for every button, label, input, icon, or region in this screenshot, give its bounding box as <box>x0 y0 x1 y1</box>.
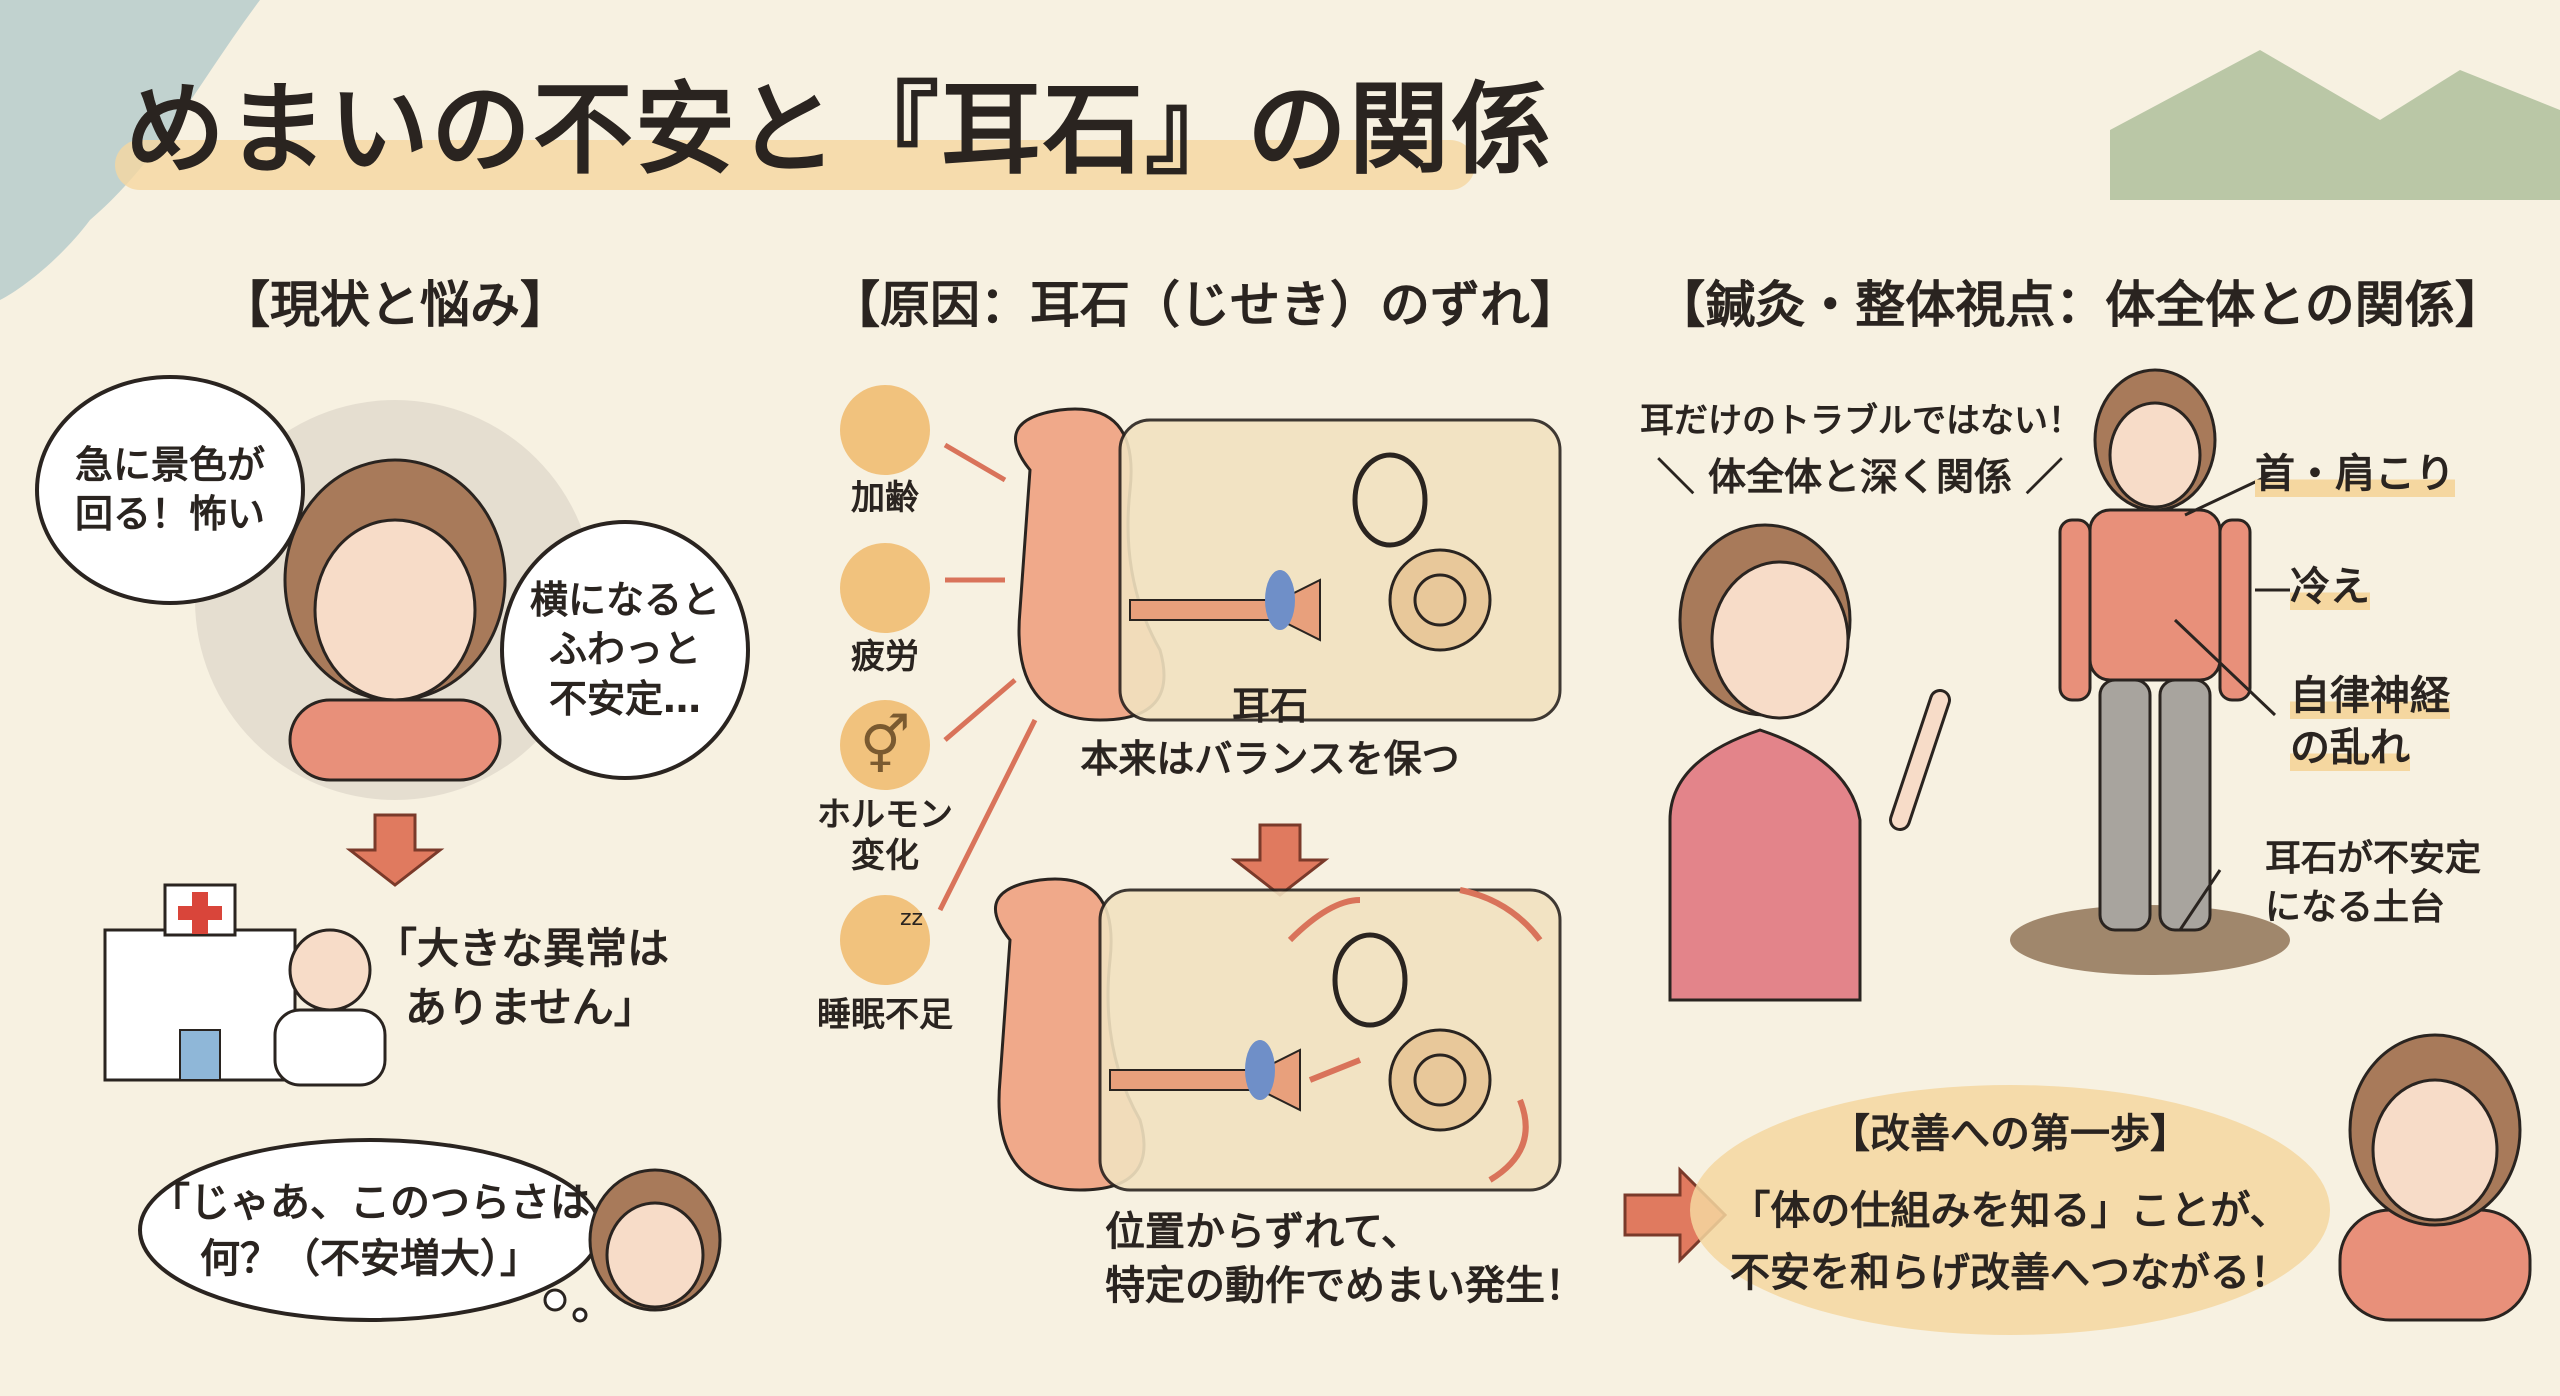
bubble-line: 不安定… <box>548 676 701 721</box>
label-text: の乱れ <box>2290 725 2410 771</box>
thought-line: 何？（不安増大）」 <box>200 1236 540 1282</box>
thought-line: 「じゃあ、このつらさは <box>150 1180 590 1226</box>
worried-face-illustration <box>588 1168 722 1312</box>
down-arrow-icon <box>1230 823 1330 897</box>
nurse-illustration <box>1668 523 1951 1002</box>
hospital-illustration <box>103 883 297 1082</box>
label-text: 自律神経 <box>2290 673 2450 719</box>
mountains-illustration <box>2110 50 2560 200</box>
section-heading-whole-body: 【鍼灸・整体視点：体全体との関係】 <box>1655 276 2505 334</box>
worried-woman-illustration <box>195 400 595 800</box>
ear-displaced-illustration <box>993 877 1562 1192</box>
otolith-label: 耳石 <box>1231 684 1308 728</box>
factor-label-aging: 加齢 <box>851 478 919 518</box>
page-title: めまいの不安と『耳石』の関係 <box>125 71 1553 188</box>
section-heading-current-state: 【現状と悩み】 <box>220 276 570 334</box>
down-arrow-icon <box>345 813 445 887</box>
therapist-speech: 耳だけのトラブルではない！ ＼ 体全体と深く関係 ／ <box>1640 395 2082 507</box>
improvement-line: 「体の仕組みを知る」ことが、 <box>1730 1188 2290 1234</box>
label-text: になる土台 <box>2265 886 2446 928</box>
section-heading-cause: 【原因：耳石（じせき）のずれ】 <box>830 276 1580 334</box>
factor-label-fatigue: 疲労 <box>851 637 919 677</box>
improvement-text: 「体の仕組みを知る」ことが、 不安を和らげ改善へつながる！ <box>1720 1180 2300 1304</box>
svg-text:⚥: ⚥ <box>860 713 911 779</box>
balance-label: 本来はバランスを保つ <box>1080 737 1460 782</box>
label-text: 耳石が不安定 <box>2265 838 2482 879</box>
roots-illustration <box>2010 905 2290 975</box>
bubble-line: 急に景色が <box>74 442 265 487</box>
factor-line: 変化 <box>851 835 919 876</box>
fatigue-icon <box>840 543 930 633</box>
factor-label-sleep: 睡眠不足 <box>817 995 953 1035</box>
gender-symbol-icon <box>840 700 930 790</box>
label-cold: 冷え <box>2290 563 2370 611</box>
bubble-line: 横になると <box>529 577 720 622</box>
label-line: 特定の動作でめまい発生！ <box>1105 1263 1585 1309</box>
factor-label-hormone: ホルモン 変化 <box>800 795 970 877</box>
improvement-heading: 【改善への第一歩】 <box>1830 1111 2190 1157</box>
factor-icons: ⚥ zz <box>840 385 1038 985</box>
factor-line: ホルモン <box>817 795 953 835</box>
label-text: 首・肩こり <box>2255 451 2455 497</box>
quote-line: ありません」 <box>405 982 656 1032</box>
bubble-line: 回る！怖い <box>74 492 265 536</box>
doctor-illustration <box>273 928 387 1087</box>
title-highlight <box>115 140 1475 190</box>
ear-normal-illustration <box>1013 407 1562 722</box>
quote-line: 「大きな異常は <box>375 924 670 973</box>
bubble-line: ふわっと <box>548 627 701 672</box>
label-neck-shoulder: 首・肩こり <box>2255 450 2455 498</box>
speech-bubble-unstable: 横になるとふわっと不安定… <box>500 520 750 780</box>
speech-bubble-scared: 急に景色が回る！怖い <box>35 375 305 605</box>
label-text: 冷え <box>2290 564 2370 610</box>
improvement-line: 不安を和らげ改善へつながる！ <box>1730 1250 2290 1296</box>
svg-text:zz: zz <box>900 906 923 931</box>
label-autonomic: 自律神経 の乱れ <box>2290 670 2450 774</box>
speech-line: ＼ 体全体と深く関係 ／ <box>1656 454 2064 499</box>
elderly-icon <box>840 385 930 475</box>
sleep-icon <box>840 895 930 985</box>
smiling-woman-illustration <box>2338 1033 2532 1322</box>
label-line: 位置からずれて、 <box>1105 1209 1421 1255</box>
thought-text: 「じゃあ、このつらさは 何？（不安増大）」 <box>150 1175 590 1287</box>
speech-line: 耳だけのトラブルではない！ <box>1640 401 2082 441</box>
ear-displaced-label: 位置からずれて、 特定の動作でめまい発生！ <box>1105 1205 1585 1313</box>
ear-normal-label: 耳石 本来はバランスを保つ <box>1080 680 1460 786</box>
doctor-quote: 「大きな異常は ありません」 <box>375 920 669 1038</box>
improvement-highlight <box>1690 1085 2330 1335</box>
label-foundation: 耳石が不安定 になる土台 <box>2265 835 2481 932</box>
